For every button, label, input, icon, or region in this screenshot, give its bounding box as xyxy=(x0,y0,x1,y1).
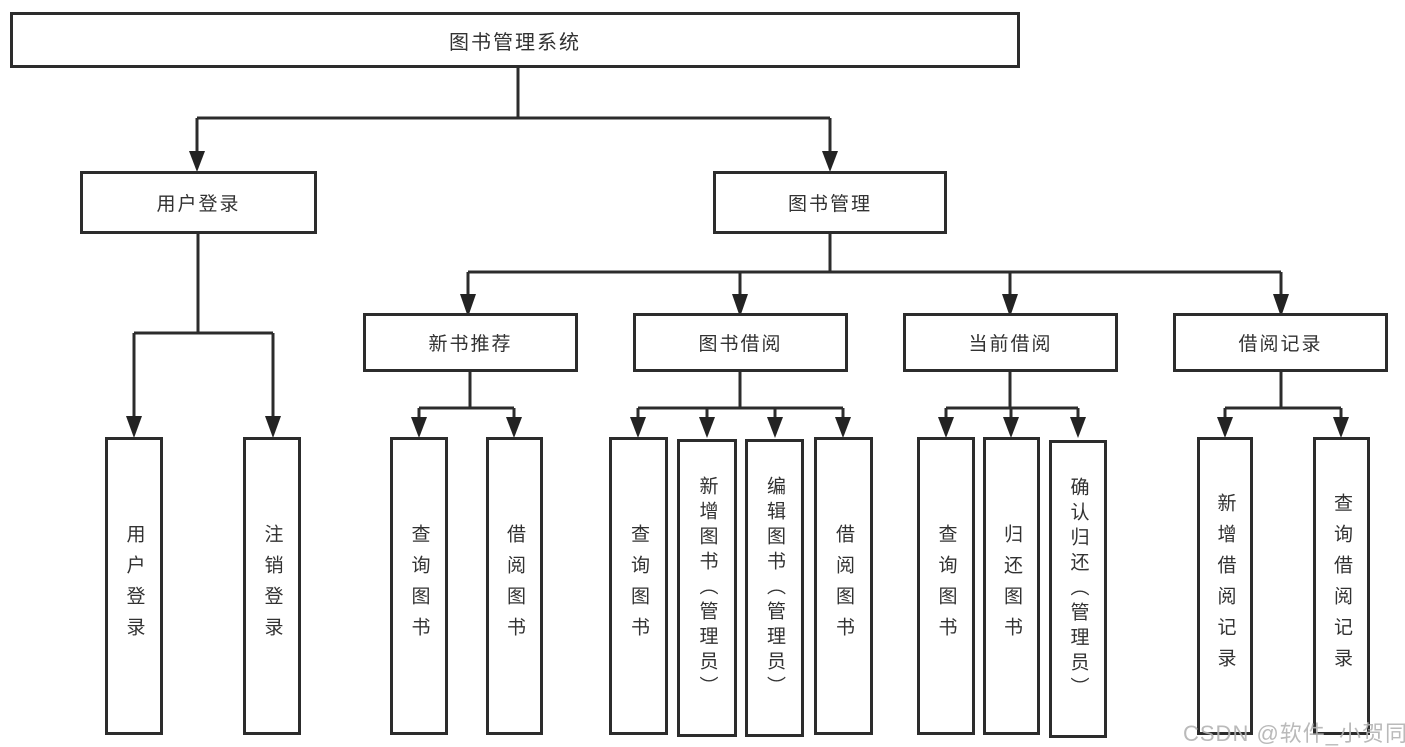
leaf-current-confirm-return-admin-label: 确认归还（管理员） xyxy=(1067,476,1089,702)
leaf-current-return-book: 归还图书 xyxy=(983,437,1040,735)
leaf-recommend-query-book-label: 查询图书 xyxy=(408,524,430,648)
node-new-book-recommend-label: 新书推荐 xyxy=(428,334,513,355)
leaf-borrow-query-book-label: 查询图书 xyxy=(628,524,649,648)
node-borrow-records-label: 借阅记录 xyxy=(1238,334,1323,355)
leaf-current-query-book: 查询图书 xyxy=(917,437,975,735)
node-book-borrow-label: 图书借阅 xyxy=(698,334,783,355)
leaf-borrow-borrow-book-label: 借阅图书 xyxy=(833,524,854,648)
node-book-management: 图书管理 xyxy=(713,171,947,234)
leaf-current-query-book-label: 查询图书 xyxy=(935,524,957,648)
leaf-current-return-book-label: 归还图书 xyxy=(1001,524,1022,648)
leaf-borrow-edit-book-admin: 编辑图书（管理员） xyxy=(745,439,804,737)
leaf-records-query-record: 查询借阅记录 xyxy=(1313,437,1370,735)
leaf-records-query-record-label: 查询借阅记录 xyxy=(1331,493,1352,679)
leaf-borrow-add-book-admin: 新增图书（管理员） xyxy=(677,439,737,737)
leaf-recommend-query-book: 查询图书 xyxy=(390,437,448,735)
node-book-management-label: 图书管理 xyxy=(787,194,872,215)
leaf-recommend-borrow-book-label: 借阅图书 xyxy=(504,524,525,648)
leaf-login-logout: 注销登录 xyxy=(243,437,301,735)
node-new-book-recommend: 新书推荐 xyxy=(363,313,578,372)
node-root: 图书管理系统 xyxy=(10,12,1020,68)
leaf-login-user-login: 用户登录 xyxy=(105,437,163,735)
node-current-borrow-label: 当前借阅 xyxy=(968,334,1053,355)
leaf-recommend-borrow-book: 借阅图书 xyxy=(486,437,543,735)
node-user-login-label: 用户登录 xyxy=(156,194,241,215)
node-book-borrow: 图书借阅 xyxy=(633,313,848,372)
leaf-borrow-add-book-admin-label: 新增图书（管理员） xyxy=(696,475,718,701)
node-root-label: 图书管理系统 xyxy=(449,31,581,54)
node-borrow-records: 借阅记录 xyxy=(1173,313,1388,372)
leaf-records-add-record-label: 新增借阅记录 xyxy=(1214,493,1236,679)
leaf-borrow-edit-book-admin-label: 编辑图书（管理员） xyxy=(764,475,785,701)
node-user-login: 用户登录 xyxy=(80,171,317,234)
node-current-borrow: 当前借阅 xyxy=(903,313,1118,372)
csdn-watermark: CSDN @软件_小贺同学 xyxy=(1183,721,1405,746)
leaf-current-confirm-return-admin: 确认归还（管理员） xyxy=(1049,440,1107,738)
leaf-records-add-record: 新增借阅记录 xyxy=(1197,437,1253,735)
leaf-login-user-login-label: 用户登录 xyxy=(123,524,145,648)
leaf-login-logout-label: 注销登录 xyxy=(261,524,283,648)
leaf-borrow-borrow-book: 借阅图书 xyxy=(814,437,873,735)
leaf-borrow-query-book: 查询图书 xyxy=(609,437,668,735)
